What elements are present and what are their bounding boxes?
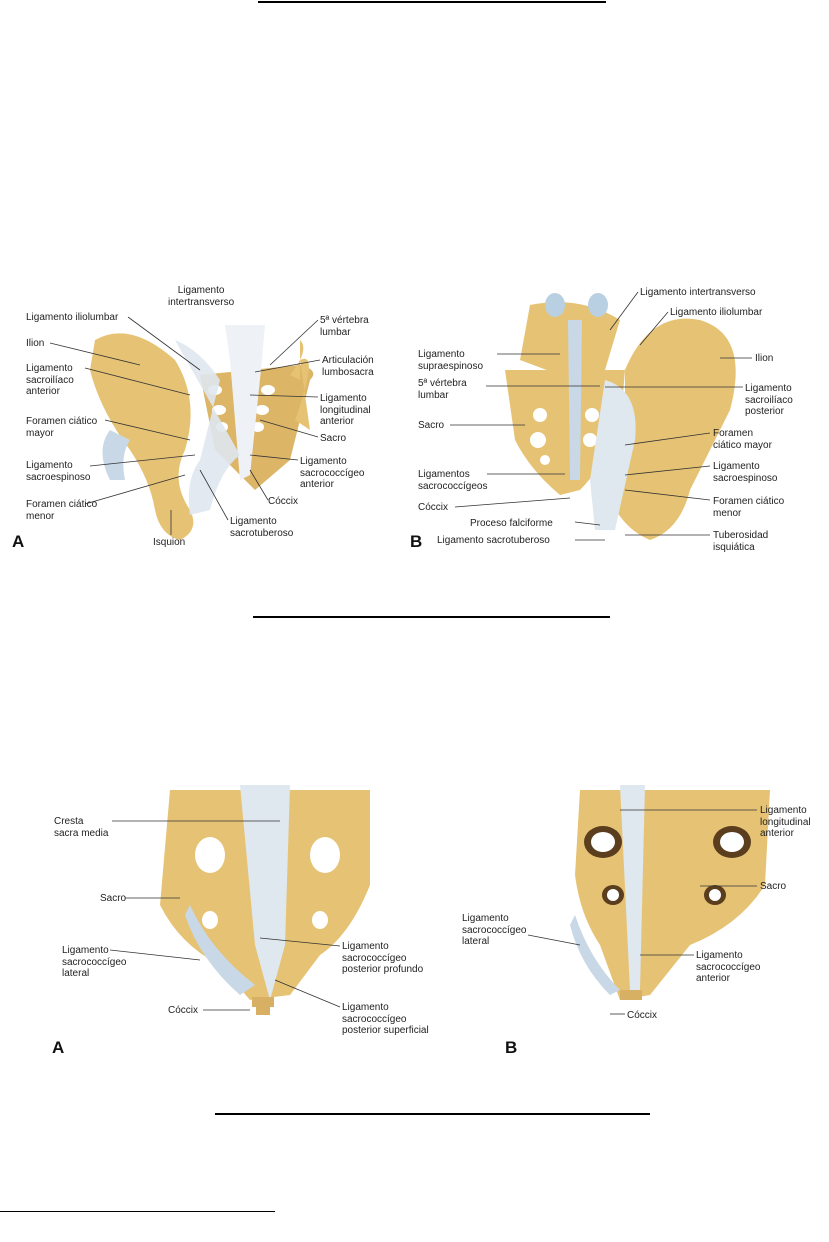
label-profundo: Ligamento sacrococcígeo posterior profun… xyxy=(342,941,424,975)
label-sacrotuberoso: Ligamento sacrotuberoso xyxy=(230,516,294,539)
label-sacrococcigeo-anterior: Ligamento sacrococcígeo anterior xyxy=(300,456,365,490)
label-sacrococcigeos: Ligamentos sacrococcígeos xyxy=(418,469,488,492)
section-rule-2 xyxy=(253,616,610,618)
label-coccix-b: Cóccix xyxy=(418,502,449,513)
label-sacro: Sacro xyxy=(320,433,347,444)
label-iliolumbar-b: Ligamento iliolumbar xyxy=(670,307,763,318)
label-sacro-b: Sacro xyxy=(418,420,445,431)
label-intertransverso: Ligamento intertransverso xyxy=(168,285,235,308)
label-lateral-2a: Ligamento sacrococcígeo lateral xyxy=(62,945,127,979)
label-coccix-2a: Cóccix xyxy=(168,1005,199,1016)
label-sacrotuberoso-b: Ligamento sacrotuberoso xyxy=(437,535,550,546)
sacrum-posterior-illustration xyxy=(160,785,370,1015)
section-rule-top xyxy=(258,1,606,3)
label-longitudinal-2b: Ligamento longitudinal anterior xyxy=(760,805,811,839)
label-vertebra: 5ª vértebra lumbar xyxy=(320,315,369,338)
panel-letter-a: A xyxy=(12,532,25,551)
label-foramen-mayor-b: Foramen ciático mayor xyxy=(713,428,772,451)
label-supraespinoso: Ligamento supraespinoso xyxy=(418,349,484,372)
label-foramen-menor: Foramen ciático menor xyxy=(26,499,98,522)
section-rule-3 xyxy=(215,1113,650,1115)
label-sacroiliaco-posterior: Ligamento sacroilíaco posterior xyxy=(745,383,793,417)
label-lumbosacra: Articulación lumbosacra xyxy=(322,355,374,378)
label-sacro-2a: Sacro xyxy=(100,893,127,904)
panel-letter-b: B xyxy=(410,532,423,551)
label-vertebra-b: 5ª vértebra lumbar xyxy=(418,378,467,401)
label-coccix-2b: Cóccix xyxy=(627,1010,658,1021)
label-superficial: Ligamento sacrococcígeo posterior superf… xyxy=(342,1002,429,1036)
label-foramen-mayor: Foramen ciático mayor xyxy=(26,416,98,439)
label-intertransverso-b: Ligamento intertransverso xyxy=(640,287,756,298)
footnote-rule xyxy=(0,1211,275,1212)
label-tuberosidad: Tuberosidad isquiática xyxy=(713,530,769,553)
label-ilion-b: Ilion xyxy=(755,353,774,364)
label-cresta: Cresta sacra media xyxy=(54,816,109,839)
label-iliolumbar: Ligamento iliolumbar xyxy=(26,312,119,323)
label-sacroespinoso-b: Ligamento sacroespinoso xyxy=(713,461,778,484)
label-longitudinal-anterior: Ligamento longitudinal anterior xyxy=(320,393,371,427)
label-sacroespinoso: Ligamento sacroespinoso xyxy=(26,460,91,483)
label-foramen-menor-b: Foramen ciático menor xyxy=(713,496,785,519)
sacrum-anterior-illustration xyxy=(570,785,770,1000)
label-falciforme: Proceso falciforme xyxy=(470,518,553,529)
label-isquion: Isquion xyxy=(153,537,186,548)
label-ilion: Ilion xyxy=(26,338,45,349)
panel-letter-2b: B xyxy=(505,1038,518,1057)
pelvis-posterior-illustration xyxy=(505,293,736,540)
label-anterior-2b: Ligamento sacrococcígeo anterior xyxy=(696,950,761,984)
label-lateral-2b: Ligamento sacrococcígeo lateral xyxy=(462,913,527,947)
panel-letter-2a: A xyxy=(52,1038,65,1057)
label-sacro-2b: Sacro xyxy=(760,881,787,892)
label-coccix: Cóccix xyxy=(268,496,299,507)
label-sacroiliaco-anterior: Ligamento sacroilíaco anterior xyxy=(26,363,74,397)
